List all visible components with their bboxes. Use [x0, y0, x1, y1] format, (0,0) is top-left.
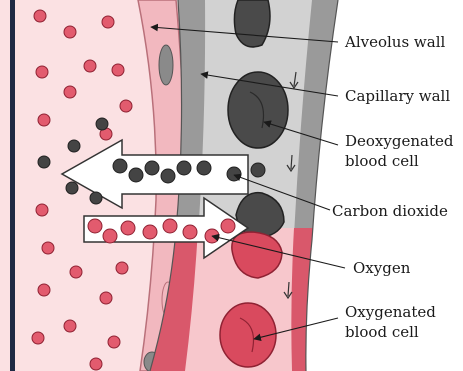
- o2-molecule: [143, 225, 157, 239]
- o2-molecule: [183, 225, 197, 239]
- alveolus-wall-cell: [159, 45, 173, 85]
- edge-bar: [10, 0, 15, 371]
- co2-molecule: [227, 167, 241, 181]
- co2-molecule: [251, 163, 265, 177]
- label-deoxygenated-line1: Deoxygenated: [345, 132, 454, 150]
- co2-molecule: [113, 159, 127, 173]
- co2-molecule: [161, 169, 175, 183]
- label-oxygenated-line1: Oxygenated: [345, 303, 436, 321]
- label-oxygen: Oxygen: [353, 259, 411, 277]
- co2-molecule: [177, 161, 191, 175]
- o2-molecule: [163, 219, 177, 233]
- o2-molecule: [121, 221, 135, 235]
- co2-molecule: [197, 161, 211, 175]
- o2-molecule: [221, 219, 235, 233]
- co2-molecule: [129, 168, 143, 182]
- o2-molecule: [103, 229, 117, 243]
- label-capillary-wall: Capillary wall: [345, 87, 450, 105]
- o2-molecule: [88, 219, 102, 233]
- label-oxygenated-line2: blood cell: [345, 323, 419, 341]
- oxygenated-blood-cell: [220, 303, 276, 367]
- label-carbon-dioxide: Carbon dioxide: [332, 202, 448, 220]
- deoxygenated-blood-cell: [234, 0, 270, 47]
- label-deoxygenated-line2: blood cell: [345, 152, 419, 170]
- label-alveolus-wall: Alveolus wall: [344, 33, 446, 51]
- co2-molecule: [145, 161, 159, 175]
